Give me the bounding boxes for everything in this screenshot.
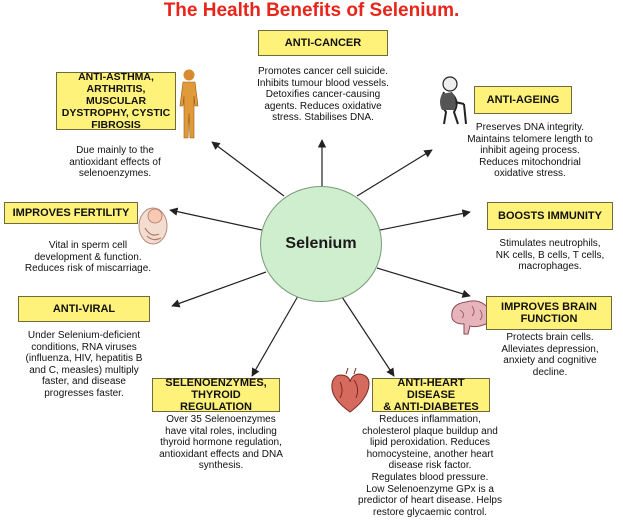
arrow-brain (376, 267, 471, 298)
selenium-center-node: Selenium (260, 186, 382, 302)
anti-viral-description: Under Selenium-deficient conditions, RNA… (25, 330, 143, 399)
arrow-immunity (379, 209, 471, 231)
heart-description: Reduces inflammation, cholesterol plaque… (358, 414, 502, 518)
elderly-person-icon (430, 74, 474, 126)
brain-description: Protects brain cells. Alleviates depress… (501, 332, 599, 378)
center-label: Selenium (285, 235, 357, 252)
anti-asthma-description: Due mainly to the antioxidant effects of… (69, 145, 161, 180)
immunity-label: BOOSTS IMMUNITY (487, 202, 613, 230)
fertility-description: Vital in sperm cell development & functi… (24, 240, 152, 275)
arrow-anti-ageing (356, 149, 433, 197)
human-body-icon (174, 68, 204, 140)
arrow-thyroid (251, 295, 299, 377)
heart-label: ANTI-HEART DISEASE & ANTI-DIABETES (372, 377, 490, 413)
anti-cancer-description: Promotes cancer cell suicide. Inhibits t… (257, 66, 389, 124)
arrow-anti-asthma (211, 141, 285, 197)
anti-ageing-description: Preserves DNA integrity. Maintains telom… (467, 122, 593, 180)
immunity-description: Stimulates neutrophils, NK cells, B cell… (495, 238, 605, 273)
anti-ageing-label: ANTI-AGEING (474, 86, 572, 114)
anti-cancer-label: ANTI-CANCER (258, 30, 388, 56)
thyroid-label: SELENOENZYMES, THYROID REGULATION (152, 377, 280, 413)
heart-icon (326, 367, 374, 416)
brain-label: IMPROVES BRAIN FUNCTION (486, 296, 612, 330)
anti-asthma-label: ANTI-ASTHMA, ARTHRITIS, MUSCULAR DYSTROP… (56, 71, 176, 131)
baby-icon (133, 202, 169, 246)
arrow-heart (341, 296, 395, 377)
arrow-fertility (169, 207, 263, 231)
arrow-anti-viral (171, 271, 267, 308)
thyroid-description: Over 35 Selenoenzymes have vital roles, … (159, 414, 283, 472)
fertility-label: IMPROVES FERTILITY (4, 202, 138, 224)
anti-viral-label: ANTI-VIRAL (18, 296, 150, 322)
page-title: The Health Benefits of Selenium. (163, 0, 460, 21)
